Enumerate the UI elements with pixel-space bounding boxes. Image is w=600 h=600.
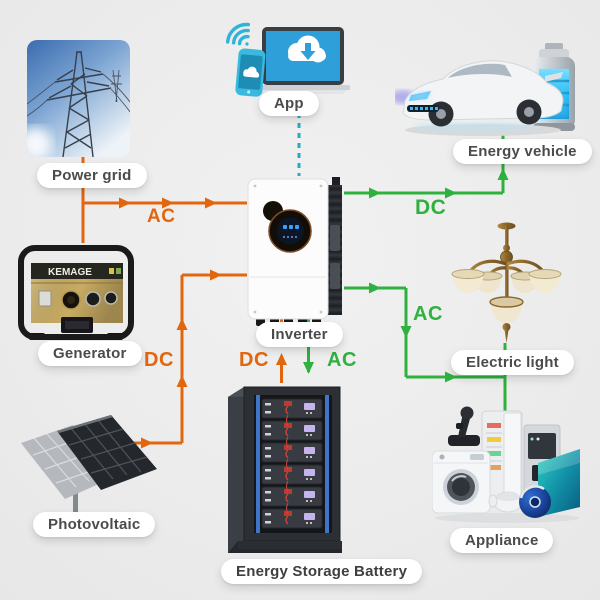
energy-storage-battery-label: Energy Storage Battery [221, 559, 423, 584]
inverter-photo [246, 175, 348, 327]
energy-storage-battery-photo [228, 379, 348, 555]
power-grid-label-text: Power grid [52, 167, 132, 184]
wifi-icon [225, 22, 251, 46]
generator-brand-text: KEMAGE [48, 267, 92, 278]
energy-vehicle-label-text: Energy vehicle [468, 143, 577, 160]
energy-vehicle-photo [395, 35, 575, 140]
flow-label-light-ac: AC [413, 303, 443, 325]
inverter-label-text: Inverter [271, 326, 328, 343]
flow-label-vehicle-dc: DC [415, 196, 447, 219]
laptop-icon [255, 27, 350, 94]
flow-label-battery-dc: DC [239, 349, 269, 371]
flow-label-battery-ac: AC [327, 349, 357, 371]
appliance-photo [432, 405, 582, 525]
smartphone-icon [235, 48, 266, 97]
appliance-label: Appliance [450, 528, 554, 553]
battery-modules [261, 398, 323, 529]
power-grid-photo [27, 40, 130, 157]
ev-car [402, 60, 564, 127]
inverter-display [268, 209, 312, 253]
flow-label-pv-dc: DC [144, 349, 174, 371]
generator-label: Generator [38, 341, 142, 366]
orange-arrowheads [119, 197, 287, 449]
inverter-label: Inverter [256, 322, 343, 347]
energy-vehicle-label: Energy vehicle [453, 139, 592, 164]
flow-label-grid-ac: AC [147, 206, 176, 227]
electric-light-label-text: Electric light [466, 354, 559, 371]
energy-storage-battery-label-text: Energy Storage Battery [236, 563, 408, 580]
power-grid-label: Power grid [37, 163, 147, 188]
app-label-text: App [274, 95, 304, 112]
electric-light-photo [446, 218, 568, 350]
appliance-label-text: Appliance [465, 532, 539, 549]
photovoltaic-label: Photovoltaic [33, 512, 156, 537]
generator-label-text: Generator [53, 345, 127, 362]
lamp-shades [451, 269, 562, 293]
green-arrowheads [303, 168, 509, 383]
app-devices [215, 12, 350, 117]
photovoltaic-photo [15, 413, 160, 528]
app-label: App [259, 91, 319, 116]
photovoltaic-label-text: Photovoltaic [48, 516, 141, 533]
joystick [448, 406, 480, 446]
generator-photo: KEMAGE [15, 243, 137, 343]
electric-light-label: Electric light [451, 350, 574, 375]
